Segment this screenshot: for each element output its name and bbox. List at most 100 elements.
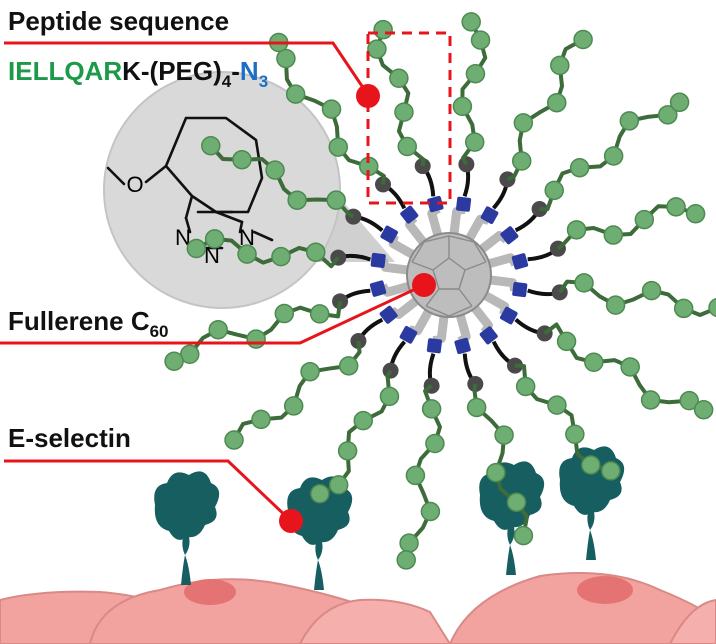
peptide-bead [396,550,416,570]
peptide-bead [405,465,426,486]
peptide-bead [373,19,393,40]
peptide-bead [321,99,342,119]
peptide-bead [658,105,678,125]
spoke [470,303,494,330]
peptide-bead [164,351,184,372]
peptide-bead [465,63,486,84]
peptide-arm [367,19,444,240]
peptide-bead [265,160,285,180]
peptide-bead [399,533,419,553]
spoke [436,312,449,344]
peptide-bead [394,102,414,122]
cell-nucleus [577,576,633,604]
peptide-bead [274,303,295,324]
peptide-bead [246,329,266,349]
protein-stalk [314,560,324,590]
peptide-bead [494,425,514,445]
peptide-bead [309,304,330,324]
peptide-bead [397,136,418,157]
cell-mid [298,598,452,644]
spoke [465,214,485,243]
peptide-bead [603,225,624,245]
peptide-bead [306,242,326,262]
peptide-bead [513,113,534,133]
peptide-bead [574,273,594,293]
peptide-bead [619,111,640,131]
callout-dot-fullerene [412,273,436,297]
triazole-block [426,338,442,354]
peptide-bead [673,298,694,319]
peptide-arm [481,291,714,420]
triazole-block [479,326,498,345]
protein-stalk [586,530,596,560]
peptide-bead [328,475,349,495]
triazole-block [370,252,386,268]
peptide-bead [565,424,585,445]
nitrogen-atom-bottom: N [204,243,220,268]
peptide-arm [224,296,421,450]
triazole-block [454,337,471,355]
spoke [455,310,471,342]
cell-nucleus [184,579,236,605]
peptide-bead [513,525,534,546]
peptide-bead [310,484,330,504]
peptide-bead [379,386,400,407]
spoke [486,275,518,288]
spoke [449,206,462,238]
peptide-bead [569,157,590,178]
spoke [427,208,443,240]
peptide-bead [464,132,485,152]
fullerene-subscript: 60 [150,322,169,341]
peptide-bead [547,92,567,113]
peptide-bead [208,319,228,340]
peptide-arm [268,32,428,247]
peptide-bead [389,68,409,88]
triazole-block [380,225,399,244]
peptide-bead [421,399,442,419]
spoke [394,296,421,320]
nitrogen-atom-right: N [239,225,255,250]
protein-neck [507,527,515,545]
peptide-bead [573,29,593,50]
peptide-arm [186,229,412,275]
fullerene-text: Fullerene C [8,306,150,336]
peptide-bead [556,331,577,352]
spoke [477,230,504,254]
peptide-bead [425,433,445,454]
peptide-bead [337,441,358,461]
triazole-block [480,206,499,225]
peptide-bead [276,48,296,69]
triazole-block [369,280,387,297]
peptide-bead [708,297,716,318]
peptide-arm [164,280,414,372]
peptide-bead [466,397,487,418]
callout-dot-eselectin [279,509,303,533]
oxygen-atom: O [126,172,143,197]
peptide-bead [232,149,252,170]
peptide-arm [484,197,706,270]
triazole-structure [106,116,274,250]
peptide-bead [640,390,661,410]
peptide-bead [452,96,473,117]
peptide-bead [601,461,621,481]
peptide-bead [367,39,387,59]
fullerene-label: Fullerene C60 [8,306,169,341]
peptide-bead [470,30,491,50]
peptide-bead [669,92,690,113]
endothelial-cells [0,572,716,644]
peptide-highlight-box [366,31,452,205]
seq-peg-subscript: 4 [222,72,232,91]
peptide-bead [550,55,570,76]
peptide-arms [164,12,716,570]
peptide-arm [470,303,621,481]
peptide-bead [186,238,207,259]
peptide-bead [271,246,291,267]
protein-neck [315,542,323,560]
triazole-block [399,325,418,344]
spoke [481,291,510,311]
peptide-arm [477,92,690,254]
spoke [382,281,414,297]
seq-lysine-peg: K-(PEG) [122,56,222,86]
